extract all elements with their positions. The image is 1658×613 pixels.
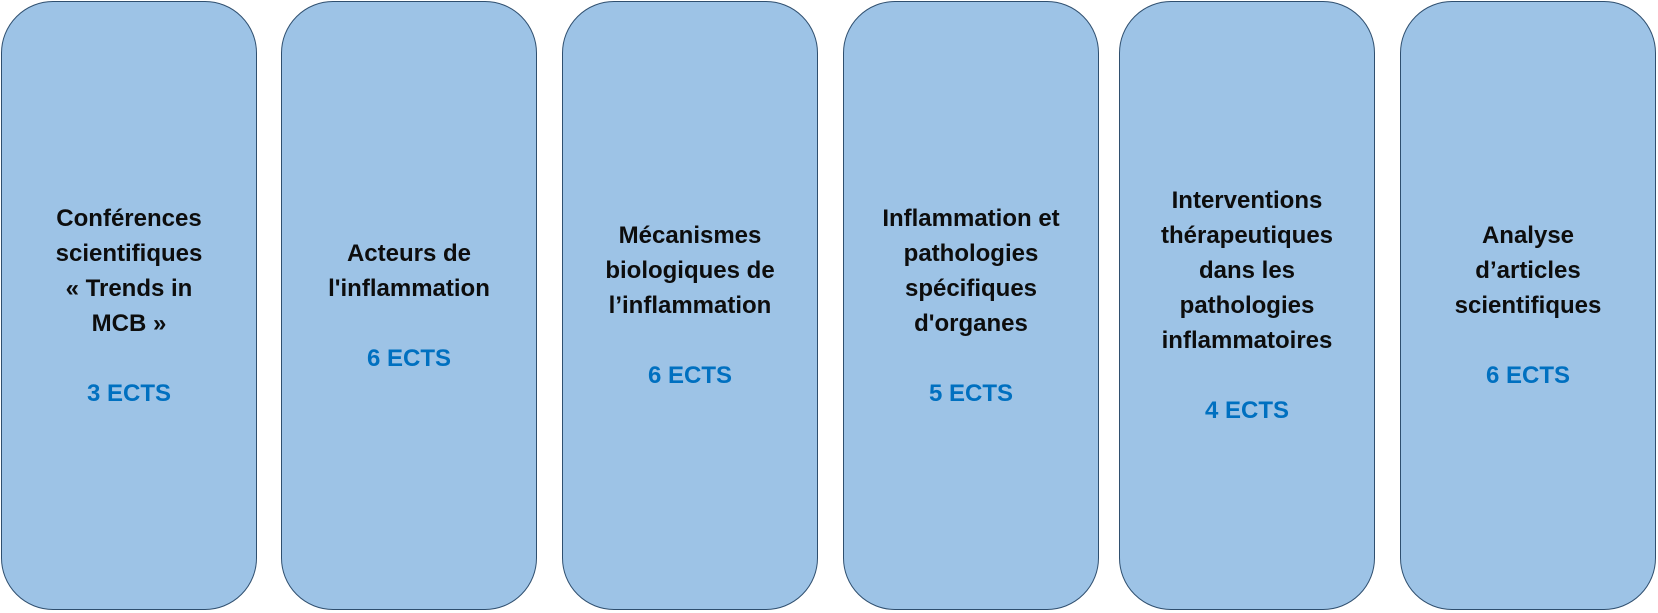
module-credits: 5 ECTS <box>928 379 1014 407</box>
module-card-interventions-therapeutiques: Interventions thérapeutiques dans les pa… <box>1119 1 1375 610</box>
module-title: Analyse d’articles scientifiques <box>1454 222 1602 319</box>
module-credits: 6 ECTS <box>1485 362 1571 389</box>
module-title: Inflammation et pathologies spécifiques … <box>882 204 1060 337</box>
module-credits: 6 ECTS <box>647 362 733 389</box>
module-credits: 3 ECTS <box>86 379 172 407</box>
module-credits: 4 ECTS <box>1204 397 1290 424</box>
module-title: Mécanismes biologiques de l’inflammation <box>605 222 775 319</box>
module-title: Acteurs de l'inflammation <box>328 239 490 302</box>
module-card-mecanismes-biologiques: Mécanismes biologiques de l’inflammation… <box>562 1 818 610</box>
module-card-trends-in-mcb: Conférences scientifiques « Trends in MC… <box>1 1 257 610</box>
module-card-analyse-articles: Analyse d’articles scientifiques 6 ECTS <box>1400 1 1656 610</box>
module-title: Conférences scientifiques « Trends in MC… <box>55 204 203 337</box>
module-title: Interventions thérapeutiques dans les pa… <box>1160 187 1334 354</box>
module-card-pathologies-organes: Inflammation et pathologies spécifiques … <box>843 1 1099 610</box>
module-credits: 6 ECTS <box>366 344 452 372</box>
module-card-acteurs-inflammation: Acteurs de l'inflammation 6 ECTS <box>281 1 537 610</box>
